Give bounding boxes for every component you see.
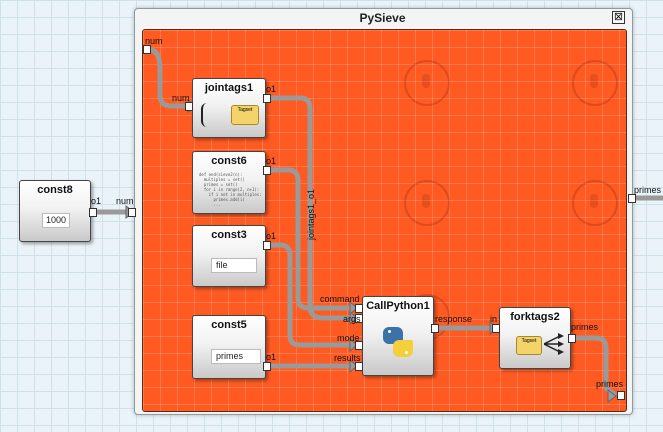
port-label: command bbox=[320, 294, 360, 304]
port-jointags-num[interactable] bbox=[185, 102, 193, 111]
port-callpython-command[interactable] bbox=[355, 304, 363, 313]
wire-const3-mode[interactable] bbox=[263, 242, 353, 348]
tagset-icon: Tagset bbox=[231, 105, 259, 125]
node-jointags1[interactable]: jointags1 Tagset bbox=[192, 78, 266, 138]
port-callpython-results[interactable] bbox=[355, 362, 363, 371]
node-value: 1000 bbox=[42, 213, 70, 228]
tagset-icon: Tagset bbox=[516, 336, 542, 355]
lock-icon bbox=[572, 60, 618, 106]
node-title: const3 bbox=[211, 229, 247, 241]
node-forktags2[interactable]: forktags2 Tagset bbox=[499, 307, 571, 369]
python-logo-icon bbox=[381, 325, 415, 359]
port-label: o1 bbox=[266, 156, 277, 166]
node-const6[interactable]: const6 def end(sieve2(n): multiples = se… bbox=[192, 151, 266, 214]
node-const5[interactable]: const5 primes bbox=[192, 315, 266, 379]
port-const8-o1[interactable] bbox=[89, 208, 97, 217]
wire-jointags-args[interactable] bbox=[263, 95, 353, 321]
port-inner-primes[interactable] bbox=[617, 391, 625, 400]
port-forktags-primes[interactable] bbox=[568, 334, 576, 343]
port-label: in bbox=[490, 314, 498, 324]
node-title: jointags1 bbox=[204, 82, 254, 94]
port-forktags-in[interactable] bbox=[492, 324, 500, 333]
port-label: num bbox=[116, 196, 134, 206]
wire-num-jointags[interactable] bbox=[147, 47, 191, 109]
node-title: const5 bbox=[211, 319, 247, 331]
port-callpython-response[interactable] bbox=[431, 324, 439, 333]
node-const3[interactable]: const3 file bbox=[192, 225, 266, 287]
lock-icon bbox=[404, 180, 450, 226]
port-label: response bbox=[435, 314, 473, 324]
node-value: file bbox=[211, 258, 257, 273]
port-label: num bbox=[172, 93, 190, 103]
node-title: forktags2 bbox=[510, 311, 560, 323]
code-preview: def end(sieve2(n): multiples = set() pri… bbox=[199, 172, 262, 207]
node-callpython1[interactable]: CallPython1 bbox=[362, 296, 434, 376]
port-label: mode bbox=[337, 333, 360, 343]
close-icon[interactable]: ⊠ bbox=[612, 11, 625, 24]
port-subflow-num[interactable] bbox=[128, 208, 136, 217]
node-const8[interactable]: const8 1000 bbox=[19, 180, 91, 242]
subflow-title: PySieve bbox=[359, 11, 406, 25]
port-subflow-primes[interactable] bbox=[628, 194, 636, 203]
port-label: o1 bbox=[91, 196, 102, 206]
node-value: primes bbox=[211, 349, 261, 364]
fork-arrows-icon bbox=[544, 333, 564, 355]
port-label: num bbox=[145, 36, 163, 46]
port-inner-num[interactable] bbox=[143, 45, 151, 54]
wire-const6-command[interactable] bbox=[263, 167, 353, 311]
port-const5-o1[interactable] bbox=[263, 362, 271, 371]
port-const3-o1[interactable] bbox=[263, 241, 271, 250]
wire-label: jointags1_o1 bbox=[306, 188, 316, 240]
port-callpython-args[interactable] bbox=[355, 314, 363, 323]
port-label: o1 bbox=[266, 231, 277, 241]
port-label: primes bbox=[634, 185, 662, 195]
port-label: o1 bbox=[266, 84, 277, 94]
node-title: CallPython1 bbox=[366, 300, 430, 312]
node-title: const8 bbox=[37, 184, 73, 196]
port-label: results bbox=[334, 353, 361, 363]
join-bracket-icon bbox=[201, 103, 215, 127]
port-label: primes bbox=[596, 379, 624, 389]
port-callpython-mode[interactable] bbox=[355, 341, 363, 350]
port-jointags-o1[interactable] bbox=[263, 94, 271, 103]
port-label: o1 bbox=[266, 352, 277, 362]
port-label: primes bbox=[571, 322, 599, 332]
node-title: const6 bbox=[211, 155, 247, 167]
lock-icon bbox=[404, 60, 450, 106]
lock-icon bbox=[572, 180, 618, 226]
wire-forktags-primes[interactable] bbox=[569, 335, 617, 397]
port-const6-o1[interactable] bbox=[263, 166, 271, 175]
port-label: args bbox=[343, 314, 361, 324]
